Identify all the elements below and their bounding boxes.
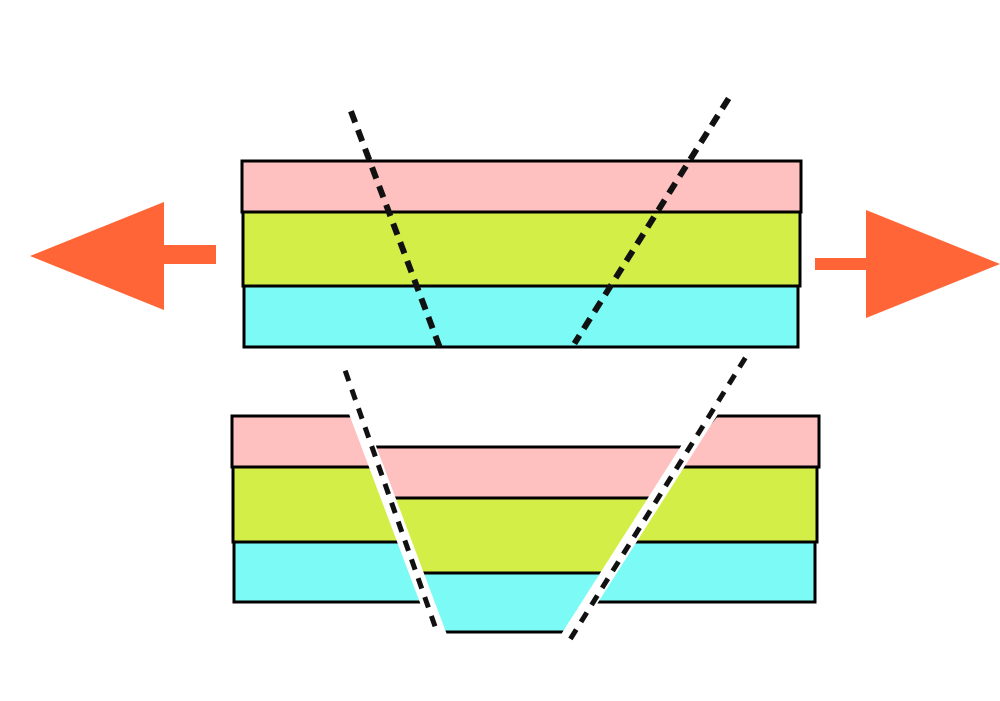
- bottom-layer-cyan: [242, 284, 800, 349]
- fault-line-right: [562, 356, 748, 650]
- left-fault-gap: [333, 367, 447, 639]
- middle-layer-green: [241, 210, 802, 288]
- top-layer-pink: [240, 159, 803, 214]
- left-block-bottom-layer: [232, 540, 427, 604]
- future-fault-line-left: [348, 110, 444, 352]
- undeformed-layer-stack: [240, 96, 803, 352]
- left-extension-arrow-icon: [30, 202, 216, 310]
- faulted-layer-stack: [230, 353, 821, 650]
- fault-line-left: [342, 369, 441, 636]
- right-extension-arrow-icon: [815, 210, 1000, 318]
- graben-block-top-layer: [364, 445, 695, 500]
- extension-arrows: [30, 202, 1000, 318]
- future-fault-line-right: [571, 96, 732, 346]
